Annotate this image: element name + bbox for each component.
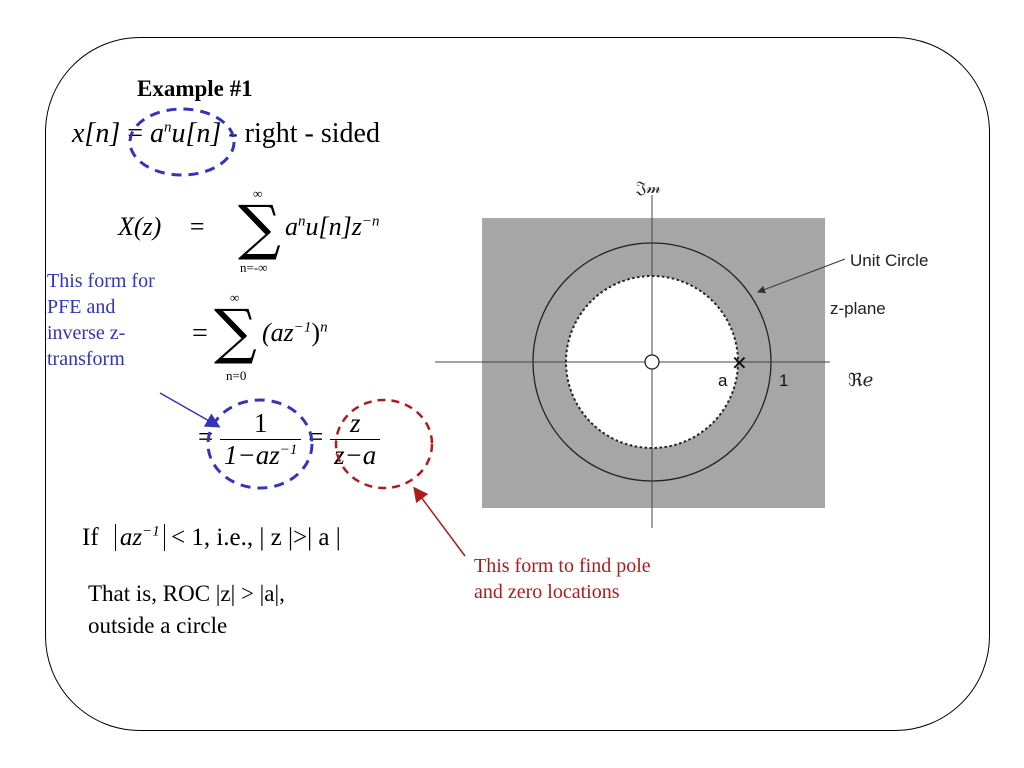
blue-circle-pfe xyxy=(206,398,314,490)
roc-line-2: outside a circle xyxy=(88,613,228,638)
eq3-outer-exp: n xyxy=(320,319,328,336)
pfe-note: This form for PFE and inverse z-transfor… xyxy=(47,270,155,370)
eq2-term-z-exp: −n xyxy=(361,213,380,230)
cond-abs-exp: −1 xyxy=(142,523,160,540)
pole-marker: ✕ xyxy=(731,351,748,375)
eq1-rhs-base: a xyxy=(150,118,165,149)
zero-marker xyxy=(644,354,660,370)
pole-zero-note: This form to find pole and zero location… xyxy=(474,555,651,603)
eq3-term: (az−1)n xyxy=(262,318,328,348)
eq1-desc: right - sided xyxy=(244,118,380,149)
cond-rest: < 1, i.e., | z |>| a | xyxy=(171,524,341,551)
roc-statement: That is, ROC |z| > |a|, outside a circle xyxy=(88,578,285,642)
cond-abs: az−1 xyxy=(114,523,165,551)
eq2-term: anu[n]z−n xyxy=(285,212,379,242)
pole-a-label: a xyxy=(718,371,728,390)
eq3-sum-lower: n=0 xyxy=(226,368,247,383)
cond-if: If xyxy=(82,524,99,551)
blue-arrow xyxy=(159,392,221,428)
eq2-term-a: a xyxy=(285,212,298,241)
eq2-term-a-exp: n xyxy=(298,213,306,230)
frac2-denominator: z−a xyxy=(330,439,381,471)
fraction-pfe-form: 1 1−az−1 xyxy=(219,408,302,471)
eq2-sum-lower: n=-∞ xyxy=(240,260,268,275)
eq3-sum-upper: ∞ xyxy=(230,290,240,305)
signal-equation: x[n] = anu[n] - right - sided xyxy=(72,118,380,150)
eq3-term-exp: −1 xyxy=(293,319,312,336)
real-axis-label: ℜℯ xyxy=(848,370,873,391)
frac1-denominator: 1−az−1 xyxy=(219,439,302,471)
slide-title: Example #1 xyxy=(137,76,253,101)
eq4: = 1 1−az−1 = z z−a xyxy=(198,408,381,471)
z-plane-diagram: ✕ a 1 𝔍𝓂 ℜℯ Unit Circle z-plane xyxy=(435,178,928,528)
eq2-term-mid: u[n]z xyxy=(305,212,362,241)
eq2-sum-upper: ∞ xyxy=(253,186,263,201)
fraction-pole-zero-form: z z−a xyxy=(330,408,381,471)
eq2-sigma: ∑ xyxy=(238,193,281,263)
z-plane-label: z-plane xyxy=(830,299,886,318)
frac1-den-exp: −1 xyxy=(279,442,298,458)
frac1-den-text: 1−az xyxy=(223,440,280,470)
unit-circle-pointer xyxy=(757,258,846,294)
red-arrow xyxy=(413,486,466,557)
eq1-rhs-exp: n xyxy=(164,119,172,136)
unit-circle-label: Unit Circle xyxy=(850,251,928,270)
cond-abs-expr: az xyxy=(119,524,143,551)
frac1-numerator: 1 xyxy=(253,408,268,438)
ztransform-lhs: X(z) = xyxy=(118,212,205,242)
eq3-term-close: ) xyxy=(311,318,321,347)
slide-frame xyxy=(45,37,990,731)
imag-axis-label: 𝔍𝓂 xyxy=(635,178,661,198)
eq1-equals: = xyxy=(127,118,144,149)
unit-one-label: 1 xyxy=(779,371,788,390)
eq1-lhs: x[n] xyxy=(72,118,121,149)
frac2-numerator: z xyxy=(349,408,361,438)
red-circle-polezero xyxy=(334,398,434,490)
eq3-term-base: (az xyxy=(262,318,294,347)
eq4-equals-1: = xyxy=(198,421,214,452)
eq2-equals: = xyxy=(189,212,205,241)
eq2-lhs: X(z) xyxy=(118,212,162,241)
eq3-equals: = xyxy=(192,318,208,349)
eq1-rhs-tail: u[n] xyxy=(171,118,222,149)
blue-circle-signal xyxy=(128,107,236,177)
roc-line-1: That is, ROC |z| > |a|, xyxy=(88,581,285,606)
convergence-condition: If az−1 < 1, i.e., | z |>| a | xyxy=(82,524,341,552)
eq3-sigma: ∑ xyxy=(214,297,257,367)
